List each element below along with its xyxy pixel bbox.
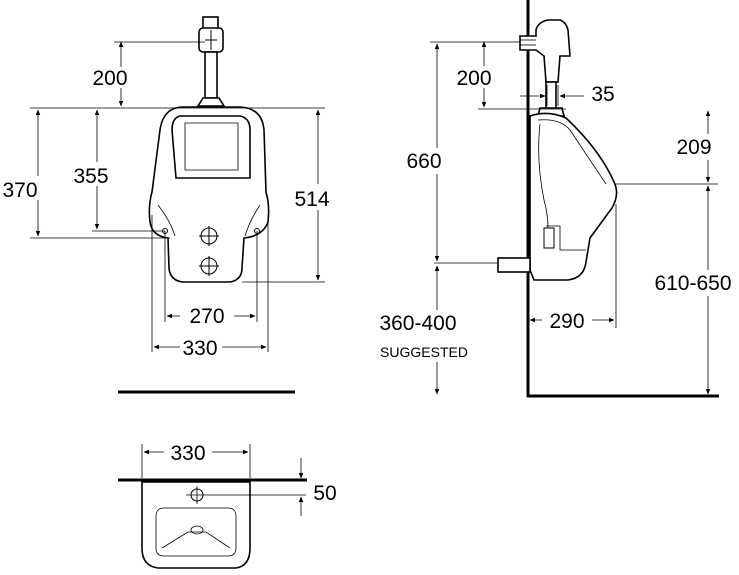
top-bowl-outline [155, 507, 237, 557]
front-dim-355: 355 [73, 165, 108, 188]
side-dim-200: 200 [456, 67, 491, 90]
front-dim-514: 514 [294, 188, 329, 211]
side-suggested-label: SUGGESTED [380, 344, 468, 360]
side-view: 200 35 660 209 610-650 290 360-400 SUGGE… [379, 0, 732, 398]
front-urinal-body [148, 106, 270, 283]
side-urinal-body [497, 112, 618, 281]
side-dim-290: 290 [549, 310, 584, 333]
side-dim-660: 660 [406, 150, 441, 173]
side-dim-610-650: 610-650 [654, 272, 731, 295]
front-extension-lines [30, 41, 325, 352]
front-dim-370: 370 [2, 179, 37, 202]
top-view: 330 50 [118, 442, 337, 569]
side-dim-209: 209 [676, 136, 711, 159]
top-dim-330: 330 [170, 442, 205, 465]
front-view: 200 355 370 514 270 330 [2, 16, 330, 394]
front-dim-330: 330 [182, 337, 217, 360]
front-flush-valve [196, 16, 226, 107]
side-extension-lines [430, 41, 718, 328]
side-dim-35: 35 [591, 83, 614, 106]
side-dim-360-400: 360-400 [379, 312, 456, 335]
top-urinal-outline [141, 481, 251, 569]
top-dim-50: 50 [313, 482, 336, 505]
front-dim-200: 200 [92, 67, 127, 90]
front-dim-270: 270 [189, 305, 224, 328]
